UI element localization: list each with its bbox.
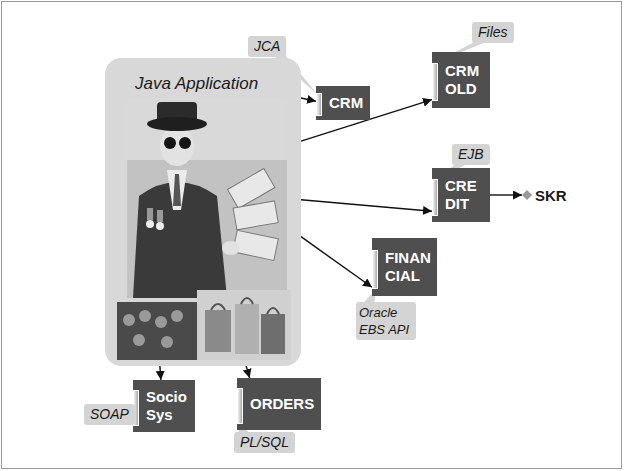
diamond-shape — [522, 190, 532, 200]
medal-ribbon — [157, 210, 163, 222]
interface-tag: SOAP — [84, 404, 135, 425]
box-label: ORDERS — [250, 395, 314, 413]
photo-sky — [127, 98, 287, 160]
head — [171, 310, 183, 322]
interface-tag: JCA — [248, 36, 286, 57]
bag-handles — [211, 298, 279, 314]
diamond-marker — [522, 190, 532, 200]
shirt — [167, 170, 187, 210]
interface-tag: Files — [472, 22, 514, 43]
medal — [156, 222, 164, 230]
hand — [222, 241, 240, 255]
connector-arrow — [301, 200, 432, 212]
box-label: CRM — [329, 94, 363, 112]
port-bar — [432, 63, 438, 101]
system-box: ORDERS — [237, 378, 321, 430]
box-label: SKR — [535, 187, 567, 204]
tag-tails — [126, 42, 486, 434]
interface-tag: Oracle EBS API — [356, 302, 416, 340]
medal — [146, 220, 154, 228]
application-panel: Java Application — [105, 58, 301, 366]
port-bar — [316, 93, 322, 116]
head — [161, 336, 173, 348]
banknote — [233, 230, 279, 260]
bag — [205, 310, 231, 352]
system-box: CRE DIT — [432, 168, 490, 222]
box-label: CRE DIT — [445, 177, 477, 213]
box-label: CRM OLD — [445, 62, 479, 98]
connector-arrow — [301, 237, 372, 288]
banknote — [233, 201, 278, 230]
bag — [261, 314, 285, 354]
panel-title: Java Application — [135, 74, 301, 94]
medal-ribbon — [147, 208, 153, 220]
crowd-photo — [117, 302, 205, 360]
face — [160, 126, 194, 166]
box-label: Socio Sys — [146, 388, 187, 424]
port-bar — [432, 179, 438, 216]
tie — [173, 174, 181, 206]
box-label: FINAN CIAL — [385, 249, 431, 285]
glasses — [179, 137, 191, 149]
bag — [235, 304, 259, 354]
glasses — [164, 137, 176, 149]
portrait-photo — [127, 98, 287, 298]
interface-tag: PL/SQL — [234, 432, 295, 453]
connector-arrow — [160, 366, 161, 380]
system-box: Socio Sys — [133, 380, 195, 432]
crowd-heads — [123, 310, 183, 348]
system-box: FINAN CIAL — [372, 238, 437, 296]
system-box: CRM OLD — [432, 52, 490, 108]
head — [139, 310, 151, 322]
photo-collage — [105, 58, 301, 366]
connector-arrow — [246, 366, 249, 378]
connector-arrow — [490, 194, 522, 195]
hat-brim — [147, 117, 207, 131]
head — [123, 314, 135, 326]
interface-tag: EJB — [452, 144, 490, 165]
head — [155, 316, 167, 328]
system-box: CRM — [316, 86, 370, 120]
head — [133, 334, 145, 346]
port-bar — [372, 250, 378, 289]
connector-arrow — [301, 98, 316, 101]
shopping-photo — [197, 290, 291, 360]
port-bar — [237, 388, 243, 423]
endpoint-marker: SKR — [522, 185, 567, 205]
